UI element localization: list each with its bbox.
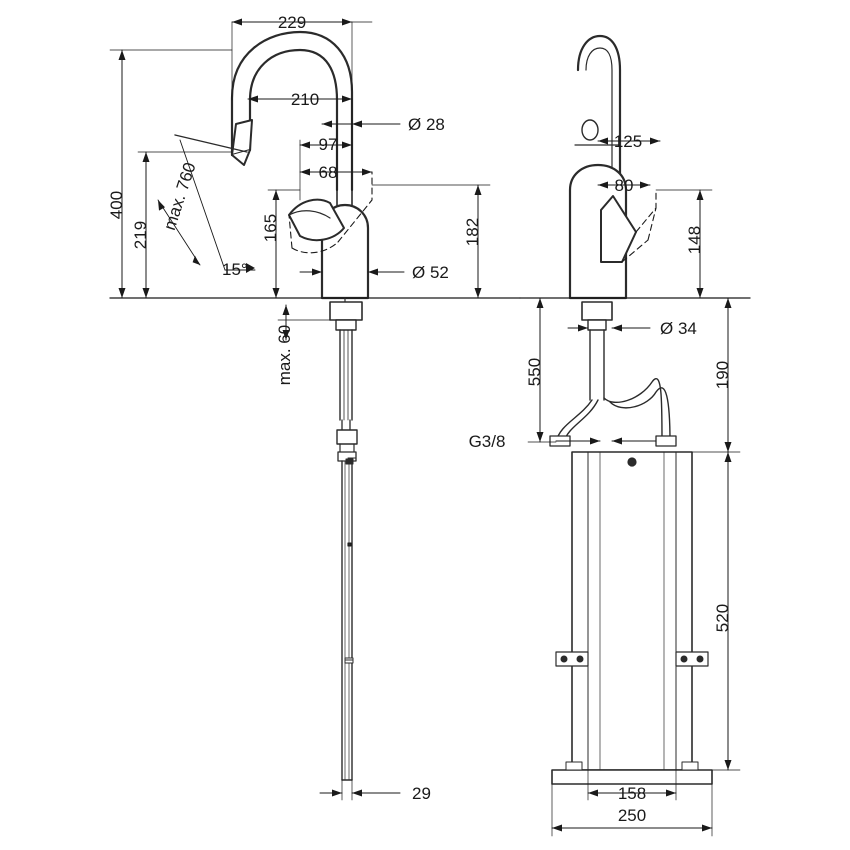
dim-label-229: 229 [278,13,306,32]
escutcheon-side [581,301,613,321]
dim-label-148: 148 [685,226,704,254]
dim-label-210: 210 [291,90,319,109]
shank-front [339,329,353,421]
dim-label-80: 80 [615,176,634,195]
mounting-nut-side [587,319,607,331]
dim-label-400: 400 [107,191,126,219]
dim-label-158: 158 [618,784,646,803]
base-plate [551,769,713,785]
g38-connector-right [655,435,677,447]
dim-label-219: 219 [131,221,150,249]
dim-label-190: 190 [713,361,732,389]
dim-label-g38: G3/8 [469,432,506,451]
dim-label-15deg: 15° [222,260,248,279]
hose-connector-front [336,429,358,445]
mounting-nut-front [335,319,357,331]
spray-angle-leader [174,134,248,153]
dim-label-182: 182 [463,218,482,246]
dim-label-520: 520 [713,604,732,632]
counterweight-rod [341,460,353,781]
dim-label-29: 29 [412,784,431,803]
spout-outer-contour [230,30,354,192]
side-handle-hidden [635,189,657,233]
dim-label-max60: max. 60 [275,325,294,385]
dim-label-165: 165 [261,214,280,242]
side-button [581,119,599,141]
dim-label-550: 550 [525,358,544,386]
flex-hose-right [603,378,663,443]
handle-hidden-outline [291,241,339,254]
side-lever-handle [600,195,637,263]
spout-inner-contour [248,48,339,192]
dim-label-dia52: Ø 52 [412,263,449,282]
escutcheon-front [329,301,363,321]
dim-label-dia28: Ø 28 [408,115,445,134]
dim-label-dia34: Ø 34 [660,319,697,338]
dim-label-97: 97 [319,135,338,154]
side-spout-outer [576,34,622,192]
dim-label-68: 68 [319,163,338,182]
dim-label-250: 250 [618,806,646,825]
dim-label-max760: max. 760 [160,160,200,232]
lever-handle [288,198,345,242]
counterweight-body-side [571,451,693,771]
dim-label-125: 125 [614,132,642,151]
